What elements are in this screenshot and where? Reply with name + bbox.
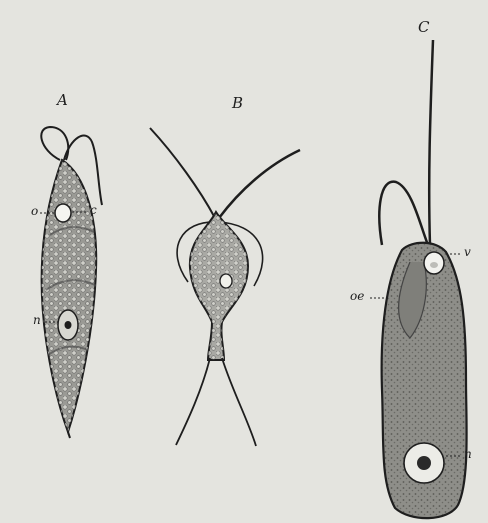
panel-b-nucleus — [220, 274, 232, 288]
panel-a-flagellum — [41, 127, 68, 160]
panel-c-callout-n: n — [464, 448, 472, 460]
panel-c-callout-oe: oe — [350, 290, 364, 302]
panel-b-label: B — [232, 96, 243, 111]
panel-c-flagellum — [429, 40, 433, 245]
panel-c-flagellum-loop — [379, 182, 428, 245]
panel-a-vacuole — [55, 204, 71, 222]
panel-b-tail-left — [176, 358, 210, 445]
panel-c-label: C — [418, 20, 429, 35]
panel-b-tail-right — [222, 358, 256, 446]
panel-b-drawing — [150, 128, 300, 446]
panel-a-callout-n: n — [33, 314, 41, 326]
panel-a-drawing — [40, 127, 102, 438]
panel-a-callout-o: o — [31, 205, 38, 217]
panel-b-flagellum-right — [219, 150, 300, 218]
panel-c-drawing — [370, 40, 467, 518]
panel-a-label: A — [57, 93, 68, 108]
panel-a-callout-c: c — [90, 204, 97, 216]
panel-b-flagellum-left — [150, 128, 215, 218]
panel-c-callout-v: v — [464, 246, 471, 258]
